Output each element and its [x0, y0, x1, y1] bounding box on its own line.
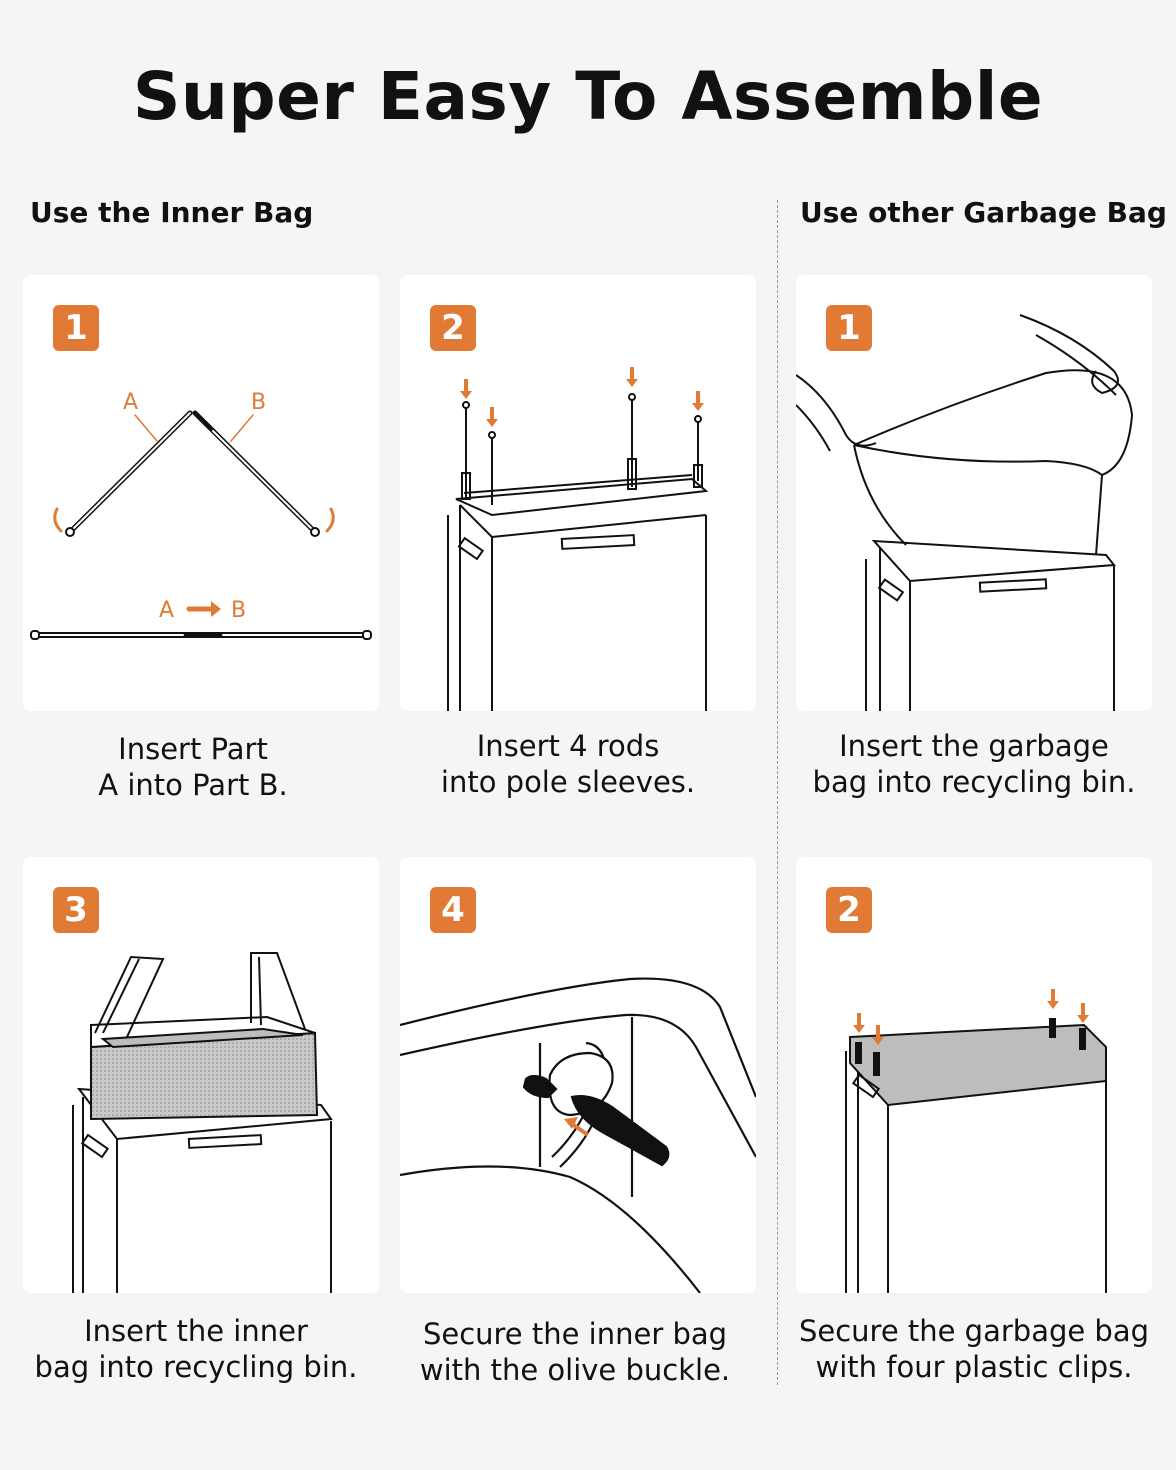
section-heading-garbage-bag: Use other Garbage Bag [800, 196, 1167, 229]
step-badge: 3 [53, 887, 99, 933]
garbage-bag-into-bin-illustration [796, 314, 1134, 711]
step-panel-garbage-2: 2 [796, 857, 1152, 1293]
step-caption-garbage-2: Secure the garbage bag with four plastic… [798, 1314, 1150, 1384]
label-part-b-assembled: B [231, 598, 246, 623]
step-panel-garbage-1: 1 [796, 275, 1152, 711]
step-badge: 4 [430, 887, 476, 933]
step-caption-inner-2: Insert 4 rods into pole sleeves. [440, 729, 696, 799]
section-divider [777, 200, 778, 1385]
plastic-clips-illustration [845, 989, 1107, 1293]
olive-buckle-illustration [400, 977, 756, 1293]
rods-into-sleeves-illustration [447, 367, 709, 711]
step-badge: 2 [430, 305, 476, 351]
step-panel-inner-4: 4 [400, 857, 756, 1293]
step-caption-inner-3: Insert the inner bag into recycling bin. [34, 1314, 358, 1384]
step-caption-inner-1: Insert Part A into Part B. [98, 732, 288, 802]
step-panel-inner-2: 2 [400, 275, 756, 711]
step-badge: 1 [826, 305, 872, 351]
step-badge: 2 [826, 887, 872, 933]
label-part-a-assembled: A [159, 598, 174, 623]
step-panel-inner-1: A B A B 1 [23, 275, 379, 711]
label-part-a: A [123, 390, 138, 415]
step-badge: 1 [53, 305, 99, 351]
label-part-b: B [251, 390, 266, 415]
step-caption-inner-4: Secure the inner bag with the olive buck… [419, 1317, 731, 1387]
step-panel-inner-3: 3 [23, 857, 379, 1293]
step-caption-garbage-1: Insert the garbage bag into recycling bi… [812, 729, 1136, 799]
page-title: Super Easy To Assemble [132, 58, 1044, 135]
inner-bag-into-bin-illustration [72, 952, 333, 1293]
section-heading-inner-bag: Use the Inner Bag [30, 196, 314, 229]
rod-assembly-illustration: A B A B [30, 390, 372, 640]
